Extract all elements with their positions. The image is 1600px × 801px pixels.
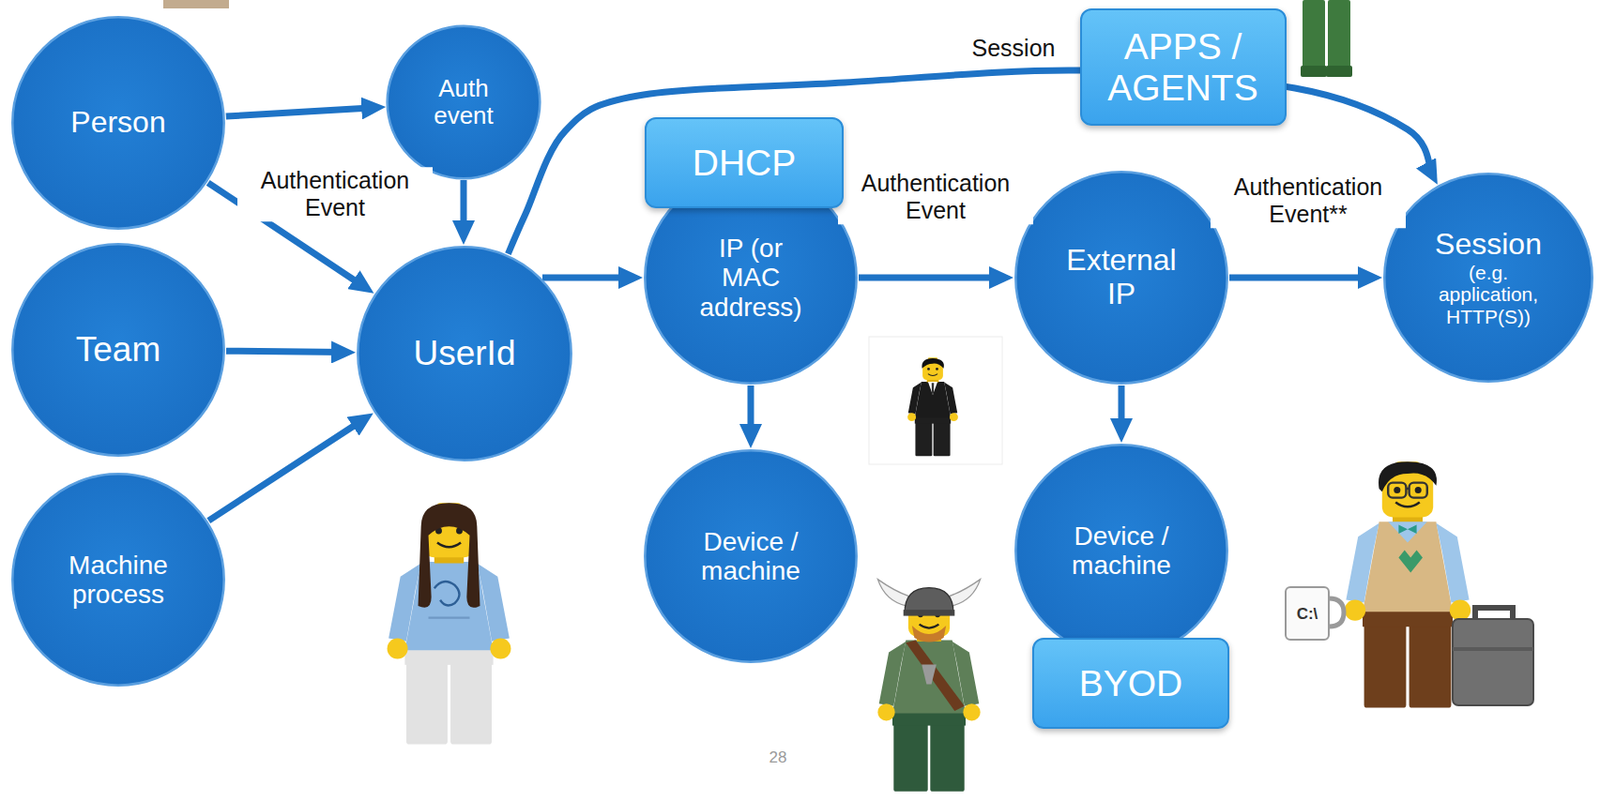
node-text-group: IP (or MAC address) xyxy=(689,233,812,322)
circle-node: Session(e.g. application, HTTP(S)) xyxy=(1382,171,1595,384)
node-text-group: Auth event xyxy=(411,75,516,130)
connector-arrow xyxy=(507,70,1433,255)
photo-frame xyxy=(868,336,1003,465)
circle-node: Team xyxy=(10,242,227,458)
circle-fill xyxy=(644,450,856,662)
node-label: DHCP xyxy=(692,142,797,184)
circle-node: External IP xyxy=(1013,169,1230,386)
node-text-group: Session(e.g. application, HTTP(S)) xyxy=(1425,228,1553,328)
viking-minifig xyxy=(877,579,980,793)
node-label: Team xyxy=(76,330,161,369)
circle-node: Device / machine xyxy=(1013,442,1230,659)
node-label: External IP xyxy=(1051,243,1192,312)
circle-fill xyxy=(1015,444,1227,656)
node-label: Device / machine xyxy=(1051,521,1192,581)
node-label: BYOD xyxy=(1079,663,1184,705)
edge-label: Authentication Event xyxy=(237,167,433,222)
node-label: IP (or MAC address) xyxy=(689,233,812,322)
circle-fill xyxy=(12,243,224,456)
node-text-group: Person xyxy=(70,106,166,140)
edge-label: Authentication Event** xyxy=(1210,173,1406,229)
node-label: Device / machine xyxy=(680,527,822,587)
node-text-group: DHCP xyxy=(692,142,797,184)
woman-minifig xyxy=(387,502,512,745)
circle-node: Auth event xyxy=(385,24,542,181)
connector-arrow xyxy=(208,419,364,521)
node-text-group: BYOD xyxy=(1079,663,1184,705)
page-number: 28 xyxy=(769,749,788,768)
node-text-group: Device / machine xyxy=(1051,521,1192,581)
circle-fill xyxy=(644,171,856,383)
circle-node: Person xyxy=(10,15,227,231)
circle-fill xyxy=(12,16,224,229)
circle-fill xyxy=(1015,171,1227,383)
node-label: APPS / AGENTS xyxy=(1094,26,1273,108)
connector-arrow xyxy=(460,180,468,234)
node-label: Auth event xyxy=(411,75,516,130)
businessman-minifig xyxy=(907,357,959,457)
node-label: Session xyxy=(1425,228,1553,262)
rounded-box: BYOD xyxy=(1032,638,1230,730)
connector-arrow xyxy=(226,350,345,352)
briefcase xyxy=(1452,608,1534,706)
circle-node: UserId xyxy=(355,244,574,463)
mug-print: C:\ xyxy=(1296,606,1319,625)
connector-arrow xyxy=(226,107,375,117)
connector-arrow xyxy=(747,385,755,438)
edge-label: Session xyxy=(968,34,1060,62)
node-text-group: Device / machine xyxy=(680,527,822,587)
node-label: Person xyxy=(70,106,166,140)
circle-fill xyxy=(357,246,571,460)
node-text-group: APPS / AGENTS xyxy=(1094,26,1273,108)
connector-arrow xyxy=(858,274,1003,282)
edge-label: Authentication Event xyxy=(838,169,1034,225)
node-label: UserId xyxy=(413,334,517,373)
circle-fill xyxy=(387,26,541,180)
node-text-group: External IP xyxy=(1051,243,1192,312)
node-text-group: UserId xyxy=(413,334,517,373)
circle-fill xyxy=(1384,173,1592,381)
node-text-group: Machine process xyxy=(33,550,203,610)
node-label: Machine process xyxy=(33,550,203,610)
circle-node: Device / machine xyxy=(642,448,859,665)
rounded-box: DHCP xyxy=(644,117,844,209)
rounded-box: APPS / AGENTS xyxy=(1080,8,1287,126)
connector-arrow xyxy=(542,274,632,282)
connector-arrow xyxy=(1118,385,1126,432)
partial-figure xyxy=(163,0,229,9)
circle-fill xyxy=(12,473,224,686)
connector-arrow xyxy=(1229,274,1372,282)
circle-node: Machine process xyxy=(10,472,227,688)
node-text-group: Team xyxy=(76,330,161,369)
partial-green-figure xyxy=(1300,0,1353,77)
node-sublabel: (e.g. application, HTTP(S)) xyxy=(1425,261,1553,329)
coffee-mug xyxy=(1285,587,1344,640)
